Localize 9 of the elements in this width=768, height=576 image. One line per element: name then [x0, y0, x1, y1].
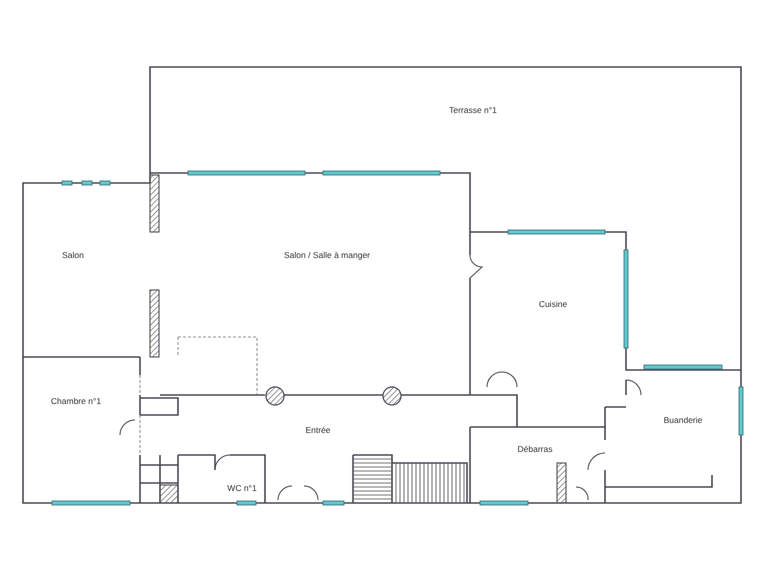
room-label: Salon / Salle à manger	[284, 250, 370, 260]
room-label: Entrée	[305, 425, 331, 435]
room-label: WC n°1	[227, 483, 257, 493]
room-label: Buanderie	[664, 415, 702, 425]
room-label: Salon	[62, 250, 84, 260]
room-label: Cuisine	[538, 299, 568, 309]
room-label: Terrasse n°1	[449, 105, 497, 115]
room-label: Débarras	[518, 444, 552, 454]
room-label: Chambre n°1	[50, 396, 102, 406]
